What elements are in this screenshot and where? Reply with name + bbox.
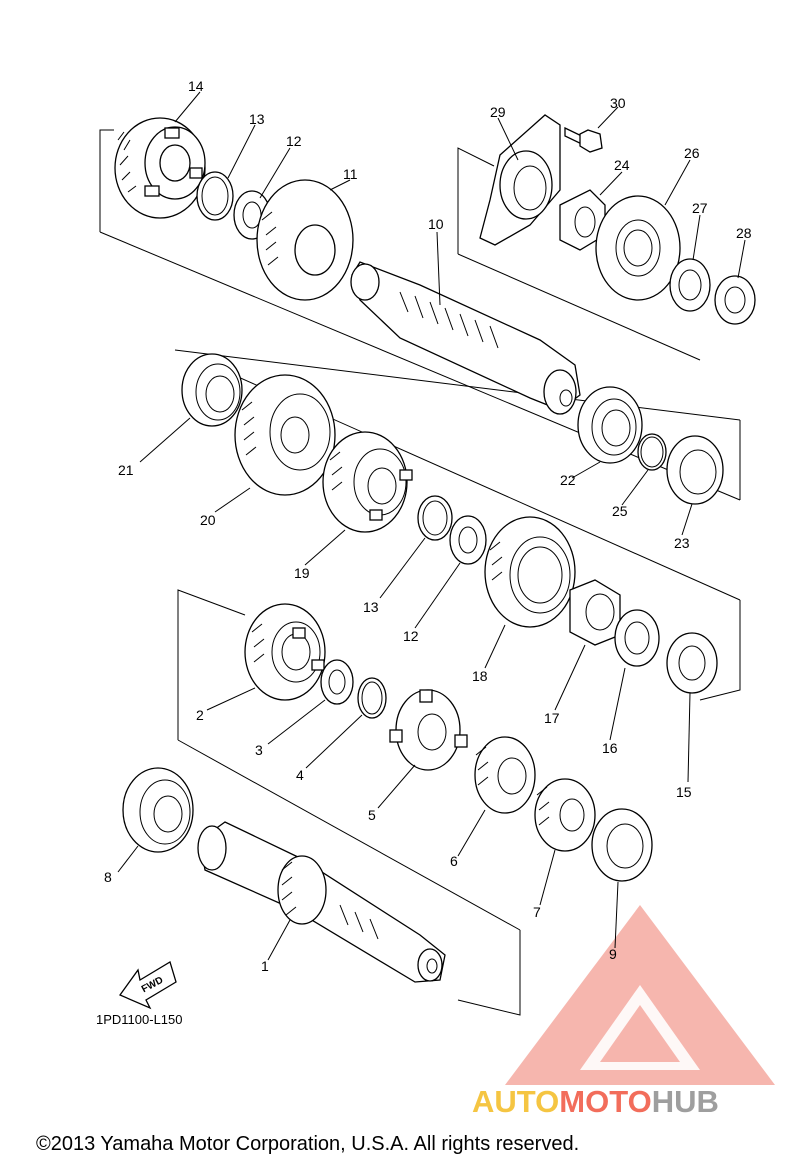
watermark-text-hub: HUB — [652, 1084, 719, 1119]
part-7-gear — [534, 778, 596, 852]
part-21-bearing — [181, 353, 243, 427]
part-9-bearing — [591, 808, 653, 882]
watermark-logo: AUTOMOTOHUB — [472, 905, 775, 1119]
part-28-nut — [714, 275, 756, 325]
callout-4: 4 — [296, 767, 304, 783]
callout-27: 27 — [692, 200, 708, 216]
callout-30: 30 — [610, 95, 626, 111]
callout-labels: 14 13 12 11 10 29 30 24 26 27 28 21 20 1… — [104, 78, 752, 974]
callout-13-mid: 13 — [363, 599, 379, 615]
part-24-collar — [559, 189, 606, 251]
callout-12-top: 12 — [286, 133, 302, 149]
callout-26: 26 — [684, 145, 700, 161]
callout-13-top: 13 — [249, 111, 265, 127]
callout-11: 11 — [343, 166, 358, 182]
callout-12-mid: 12 — [403, 628, 419, 644]
part-20-gear — [234, 374, 336, 496]
callout-9: 9 — [609, 946, 617, 962]
svg-text:AUTOMOTOHUB: AUTOMOTOHUB — [472, 1084, 719, 1119]
part-12-washer-mid — [449, 515, 487, 565]
part-27-washer — [669, 258, 711, 312]
part-5-gear — [389, 689, 468, 771]
callout-2: 2 — [196, 707, 204, 723]
callout-10: 10 — [428, 216, 444, 232]
fwd-arrow-icon: FWD — [119, 961, 177, 1010]
copyright-text: ©2013 Yamaha Motor Corporation, U.S.A. A… — [36, 1133, 579, 1155]
callout-17: 17 — [544, 710, 560, 726]
part-4-circlip — [357, 677, 387, 719]
callout-20: 20 — [200, 512, 216, 528]
callout-19: 19 — [294, 565, 310, 581]
part-23-seal — [666, 435, 724, 505]
callout-23: 23 — [674, 535, 690, 551]
part-13-circlip — [196, 171, 234, 221]
callout-7: 7 — [533, 904, 541, 920]
callout-18: 18 — [472, 668, 488, 684]
callout-5: 5 — [368, 807, 376, 823]
leader-lines — [117, 91, 746, 961]
part-2-gear — [244, 603, 326, 701]
callout-15: 15 — [676, 784, 692, 800]
part-8-bearing — [122, 767, 194, 853]
callout-29: 29 — [490, 104, 506, 120]
diagram-code: 1PD1100-L150 — [96, 1012, 183, 1027]
callout-1: 1 — [261, 958, 269, 974]
part-1-mainshaft — [197, 821, 446, 983]
part-16-washer — [614, 609, 660, 667]
part-19-gear — [322, 431, 413, 533]
group-frame-lines — [99, 129, 741, 1016]
part-25-oring — [637, 433, 667, 471]
callout-8: 8 — [104, 869, 112, 885]
callout-16: 16 — [602, 740, 618, 756]
part-14-gear — [114, 117, 206, 219]
part-17-collar — [569, 579, 621, 646]
callout-28: 28 — [736, 225, 752, 241]
part-29-bracket — [479, 114, 561, 246]
part-10-shaft — [350, 261, 581, 415]
part-22-bearing — [577, 386, 643, 464]
watermark-text-moto: MOTO — [559, 1084, 651, 1119]
callout-3: 3 — [255, 742, 263, 758]
callout-24: 24 — [614, 157, 630, 173]
part-3-washer — [320, 659, 354, 705]
callout-14: 14 — [188, 78, 204, 94]
part-26-plate — [595, 195, 681, 301]
part-11-gear — [256, 179, 354, 301]
watermark-text-auto: AUTO — [472, 1084, 559, 1119]
part-15-washer — [666, 632, 718, 694]
callout-22: 22 — [560, 472, 576, 488]
part-18-gear — [484, 516, 576, 628]
callout-21: 21 — [118, 462, 134, 478]
part-30-bolt — [564, 126, 603, 153]
part-13-circlip-mid — [417, 495, 453, 541]
callout-6: 6 — [450, 853, 458, 869]
part-6-gear — [474, 736, 536, 814]
callout-25: 25 — [612, 503, 628, 519]
